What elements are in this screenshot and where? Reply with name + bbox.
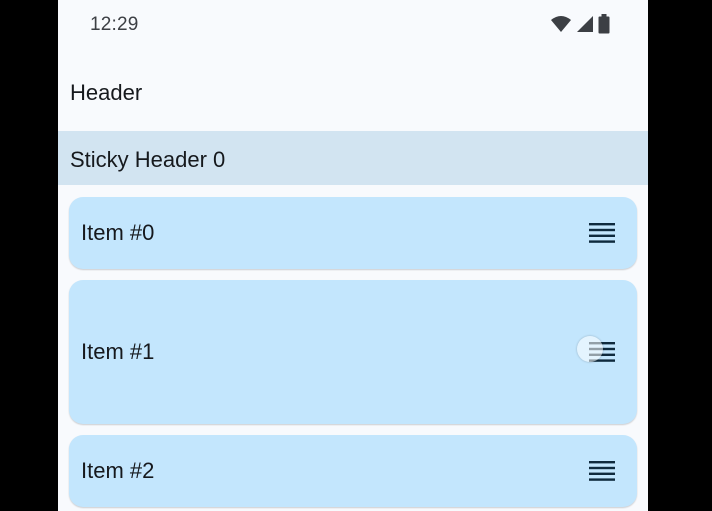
cellular-signal-icon xyxy=(576,14,594,34)
item-list: Item #0 Item #1 xyxy=(69,197,637,511)
list-item[interactable]: Item #1 xyxy=(69,280,637,424)
drag-handle-icon[interactable] xyxy=(577,336,615,362)
status-bar: 12:29 xyxy=(58,0,648,50)
touch-ripple xyxy=(577,336,603,362)
drag-handle-icon[interactable] xyxy=(589,223,615,243)
item-label: Item #0 xyxy=(81,220,155,245)
sticky-header: Sticky Header 0 xyxy=(58,131,648,185)
status-icons xyxy=(550,14,610,34)
wifi-icon xyxy=(550,14,572,34)
list-item[interactable]: Item #2 xyxy=(69,435,637,507)
item-label: Item #1 xyxy=(81,339,155,364)
list-item[interactable]: Item #0 xyxy=(69,197,637,269)
status-time: 12:29 xyxy=(90,14,139,35)
sticky-header-label: Sticky Header 0 xyxy=(70,147,226,172)
app-screen: 12:29 Header Sticky Header 0 xyxy=(58,0,648,511)
drag-handle-icon[interactable] xyxy=(589,461,615,481)
battery-icon xyxy=(598,14,610,34)
page-header: Header xyxy=(70,80,143,105)
item-label: Item #2 xyxy=(81,458,155,483)
